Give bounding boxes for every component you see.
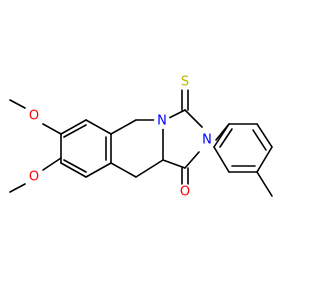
- atom-label: S: [181, 75, 189, 90]
- atom-label: O: [29, 109, 39, 124]
- chemical-structure-diagram: O O N N S O: [9, 74, 273, 200]
- atom-label: O: [29, 170, 39, 185]
- bond: [60, 162, 87, 178]
- bond: [256, 146, 273, 173]
- bond: [256, 123, 273, 148]
- oxygen-atom: O: [26, 108, 42, 124]
- bond: [9, 183, 26, 193]
- bond: [256, 171, 273, 197]
- bond: [110, 162, 137, 178]
- bond: [9, 99, 26, 109]
- nitrogen-atom: N: [154, 113, 170, 129]
- bond: [135, 159, 164, 178]
- sulfur-atom: S: [177, 74, 193, 90]
- bond: [219, 128, 233, 148]
- atom-labels: O O N N S O: [26, 74, 215, 200]
- atom-label: N: [202, 133, 212, 148]
- bond: [63, 124, 87, 138]
- bond: [213, 123, 230, 148]
- bond: [252, 129, 267, 151]
- bond: [42, 157, 62, 171]
- atom-label: N: [157, 114, 167, 129]
- atom-label: O: [180, 185, 190, 200]
- bond: [184, 151, 200, 169]
- bond: [168, 109, 186, 119]
- bond: [184, 109, 203, 128]
- bond: [85, 119, 112, 135]
- oxygen-atom: O: [177, 184, 193, 200]
- bonds: [9, 89, 273, 197]
- nitrogen-atom: N: [199, 132, 215, 148]
- bond: [162, 159, 186, 169]
- bond: [85, 162, 112, 178]
- bond: [110, 119, 137, 135]
- bond: [42, 123, 62, 135]
- bond: [60, 119, 87, 135]
- bond: [213, 146, 230, 173]
- bond: [63, 159, 87, 173]
- oxygen-atom: O: [26, 169, 42, 185]
